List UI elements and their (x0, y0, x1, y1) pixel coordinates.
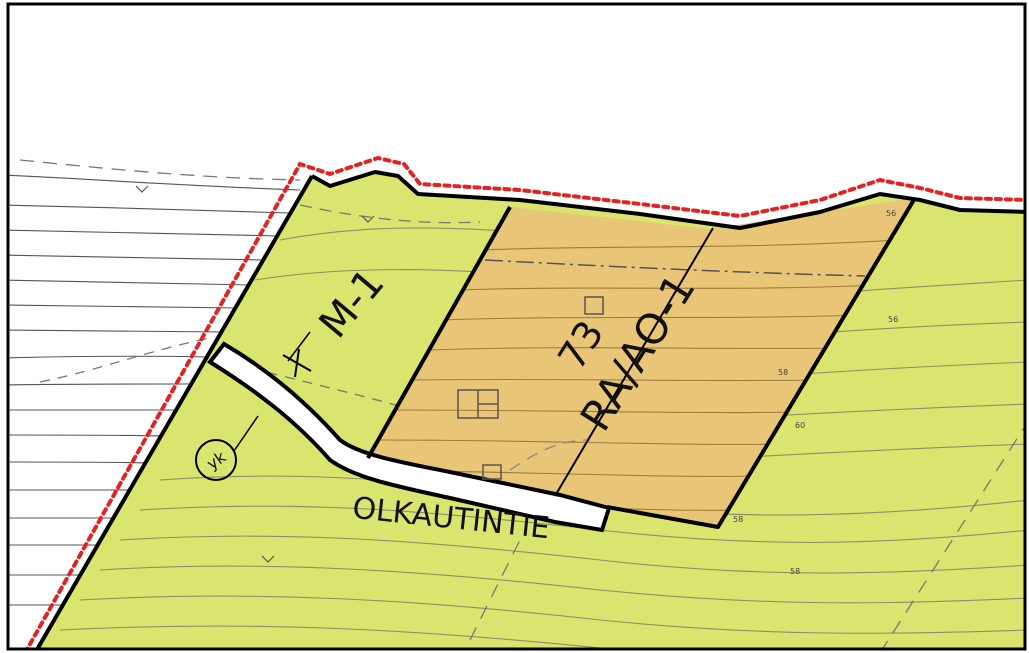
cross-symbol (282, 348, 312, 378)
yk-leader-line (233, 415, 259, 452)
contour-label-6: 58 (790, 567, 800, 576)
road-strip (207, 341, 612, 533)
residential-zone-area (368, 198, 915, 527)
forest-zone-outline (311, 170, 1025, 230)
forest-residential-boundary (366, 206, 512, 459)
building-double-symbol (457, 389, 499, 419)
shoreline-red-boundary (24, 155, 1025, 649)
yk-circle-icon (195, 439, 237, 481)
small-building-symbol (482, 464, 502, 480)
map-frame (6, 2, 1027, 651)
contour-label-3: 58 (778, 368, 788, 377)
contour-label-5: 58 (733, 515, 743, 524)
plot-divider-line (554, 227, 714, 497)
contour-ticks (135, 185, 375, 563)
residential-zone-outline (606, 196, 917, 529)
building-square-symbol (584, 296, 604, 315)
contour-label-2: 56 (888, 315, 898, 324)
shore-boundary-line (35, 174, 314, 649)
contour-label-1: 56 (886, 209, 896, 218)
cross-leader-line (287, 331, 311, 362)
left-contours (8, 159, 301, 606)
contour-label-4: 60 (795, 421, 805, 430)
